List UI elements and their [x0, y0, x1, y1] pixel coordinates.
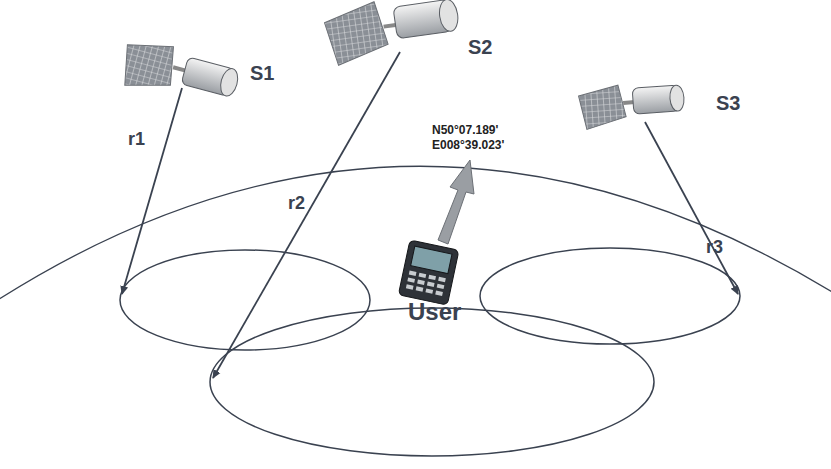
coordinate-text: N50°07.189'	[432, 124, 498, 137]
satellite-label: S2	[468, 36, 492, 58]
phone-icon	[398, 240, 459, 305]
satellite	[117, 35, 242, 113]
user-label: User	[408, 299, 461, 325]
range-line	[122, 88, 182, 294]
range-line	[213, 52, 400, 378]
satellite	[323, 0, 463, 66]
range-line	[645, 122, 738, 294]
range-circle	[480, 248, 740, 344]
coordinate-text: E008°39.023'	[432, 139, 504, 152]
range-label: r2	[288, 194, 305, 214]
position-arrow	[438, 160, 474, 244]
range-circle	[120, 250, 370, 350]
range-label: r3	[706, 238, 723, 258]
satellite-label: S3	[716, 92, 740, 114]
range-circle	[210, 308, 654, 456]
satellite	[578, 81, 686, 130]
range-label: r1	[128, 130, 145, 150]
satellite-label: S1	[250, 62, 274, 84]
